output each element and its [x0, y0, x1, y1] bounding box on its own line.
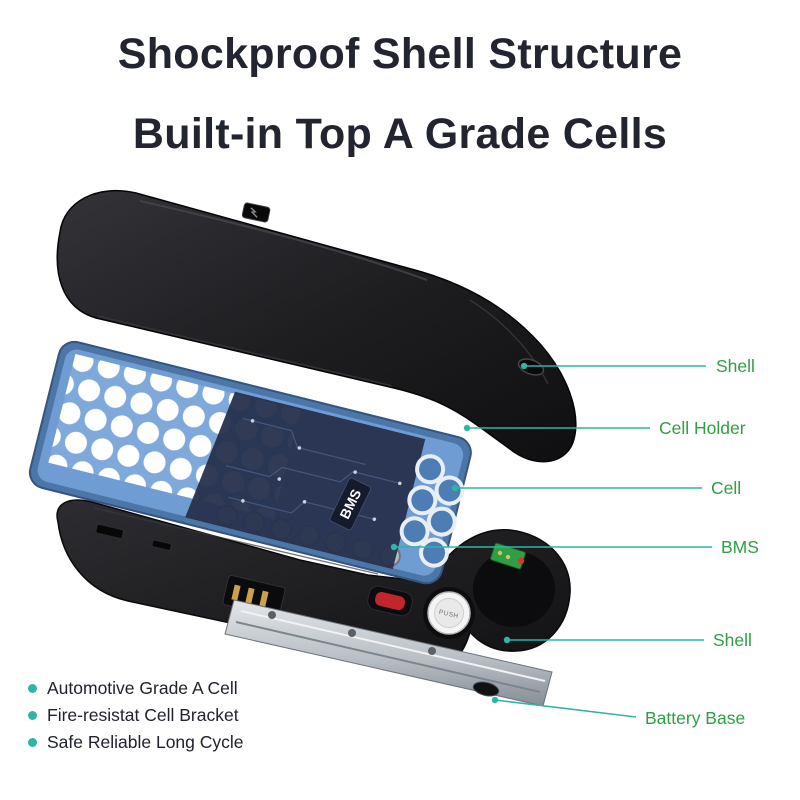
mounting-rail	[224, 599, 553, 707]
leader-line-battery-base	[494, 699, 637, 718]
feature-item: Automotive Grade A Cell	[28, 678, 244, 698]
base-edge-highlight	[93, 507, 379, 575]
feature-item: Safe Reliable Long Cycle	[28, 732, 244, 752]
bullet-dot	[28, 684, 37, 693]
cell-holder-assembly: BMS	[28, 340, 472, 585]
feature-item: Fire-resistat Cell Bracket	[28, 705, 244, 725]
callout-cell-holder: Cell Holder	[659, 418, 746, 438]
shell-top	[56, 189, 577, 463]
feature-text: Automotive Grade A Cell	[47, 678, 238, 698]
shell-bottom-edge	[97, 315, 393, 387]
bullet-dot	[28, 738, 37, 747]
bullet-dot	[28, 711, 37, 720]
feature-text: Safe Reliable Long Cycle	[47, 732, 244, 752]
bms-board	[185, 391, 426, 570]
power-switch	[367, 585, 413, 617]
rail-slot	[472, 681, 500, 697]
title-line-2: Built-in Top A Grade Cells	[132, 110, 668, 158]
cell-ends	[399, 454, 465, 568]
feature-text: Fire-resistat Cell Bracket	[47, 705, 239, 725]
callout-shell-bottom: Shell	[713, 630, 752, 650]
callout-shell-top: Shell	[716, 356, 755, 376]
led-indicator	[517, 557, 525, 565]
push-button-label: PUSH	[438, 609, 459, 620]
shell-top-highlight	[139, 200, 428, 281]
feature-list: Automotive Grade A Cell Fire-resistat Ce…	[28, 678, 244, 760]
shell-head-shine	[469, 299, 549, 385]
leader-lines	[390, 362, 712, 718]
push-button: PUSH	[423, 587, 475, 639]
base-head-recess	[473, 551, 555, 627]
callout-cell: Cell	[711, 478, 742, 498]
battery-base: PUSH	[56, 499, 571, 707]
brand-logo	[241, 202, 271, 223]
vent-slot-small	[151, 539, 172, 551]
vent-slot	[95, 523, 124, 539]
callout-battery-base: Battery Base	[645, 708, 746, 728]
callout-bms: BMS	[721, 537, 759, 557]
charge-port-pcb	[490, 542, 526, 570]
title-line-1: Shockproof Shell Structure	[117, 30, 683, 78]
shell-top-shape	[56, 189, 577, 463]
